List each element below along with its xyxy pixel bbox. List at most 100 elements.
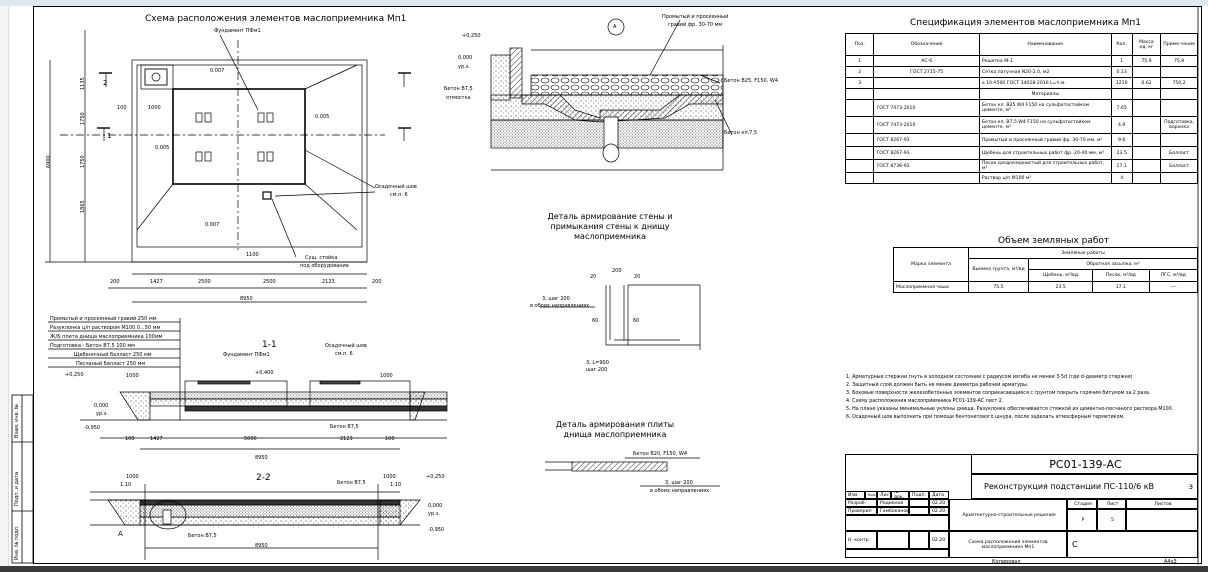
stamp-name <box>877 531 909 549</box>
plan-view <box>45 30 411 303</box>
section-2-slope: 1:10 <box>120 482 132 488</box>
stamp-revisions-area <box>845 454 972 494</box>
detail-a-blind-area-2: отмостка <box>446 95 471 101</box>
slab-detail-title-2: днища маслоприемника <box>563 430 667 439</box>
layer-label: Промытый и просеянный гравий 250 мм <box>50 316 157 322</box>
plan-slope: 0.007 <box>210 68 225 74</box>
sheet-label: Лист <box>1097 499 1126 509</box>
detail-a-marker: А <box>613 24 617 30</box>
spec-material-row: ГОСТ 8267-93 Промытый и просеянный грави… <box>844 133 1198 147</box>
plan-dim-vertical: 1750 <box>80 155 86 168</box>
spec-cell: 3 <box>844 77 875 89</box>
spec-cell: Бетон кл. В25 W4 F150 на сульфатостойком… <box>978 99 1112 117</box>
detail-a-blind-area-1: Бетон В7,5 <box>444 86 473 92</box>
slab-concrete: Бетон В20, F150, W4 <box>633 451 688 457</box>
stamp-date: 02.20 <box>929 507 949 515</box>
spec-cell: 4.9 <box>1110 116 1133 134</box>
plan-foundation-label: Фундамент ПФм1 <box>214 28 261 34</box>
spec-cell: 4 <box>1110 172 1133 184</box>
note-item: 1. Арматурные стержни гнуть в холодном с… <box>846 375 1133 380</box>
layer-label: Песчаный балласт 250 мм <box>76 361 146 367</box>
spec-cell: Бетон кл. В7,5 W4 F150 на сульфатостойко… <box>978 116 1112 134</box>
spec-cell: 2 <box>844 66 875 78</box>
plan-dim-vertical: 6900 <box>46 155 52 168</box>
spec-header: Приме-чание <box>1160 33 1198 56</box>
layer-label: Ж/Б плита днища маслоприемника 100мм <box>50 334 163 340</box>
spec-header: Кол. <box>1110 33 1133 56</box>
stamp-sign <box>909 531 929 549</box>
section-2-concrete-b: Бетон В7,5 <box>188 533 217 539</box>
stamp-header: Лист <box>877 491 891 499</box>
project-title-text: Реконструкция подстанции ПС-110/6 кВ <box>984 482 1155 491</box>
spec-cell: ГОСТ 8267-93 <box>873 146 980 160</box>
wall-detail-drawing <box>540 284 701 350</box>
sheet-code: РС01-139-АС <box>971 454 1198 474</box>
spec-cell: 1210 <box>1110 77 1133 89</box>
section-1-dim-bottom: 1427 <box>150 436 163 442</box>
layer-label: Щебеночный балласт 250 мм <box>74 352 152 358</box>
spec-table: Поз. Обозначение Наименование Кол. Масса… <box>844 33 1198 184</box>
earthwork-cell: 23.5 <box>1027 281 1094 293</box>
plan-dim-vertical: 1865 <box>80 200 86 213</box>
general-notes: 1. Арматурные стержни гнуть в холодном с… <box>846 374 1198 422</box>
spec-cell <box>1131 146 1162 160</box>
layer-label: Подготовка - Бетон В7.5 100 мм <box>50 343 135 349</box>
section-1-level-bottom: -0,950 <box>84 425 101 431</box>
section-2-dim-top: 1000 <box>126 474 139 480</box>
section-1-1-drawing <box>48 318 448 450</box>
earthwork-header: Марка элемента <box>893 247 969 282</box>
earthwork-header: Земляные работы <box>968 247 1198 259</box>
plan-dim: 1100 <box>246 252 259 258</box>
stamp-empty <box>845 515 949 531</box>
spec-cell: 75.9 <box>1131 55 1162 67</box>
section-2-detail-marker: А <box>118 530 123 538</box>
plan-joint-ref: см.п. 6 <box>390 192 408 198</box>
spec-cell <box>844 99 875 117</box>
spec-materials-label: Материалы <box>978 88 1112 100</box>
earthwork-row: Маслоприемная чаша 75.5 23.5 17.1 ---- <box>893 281 1199 293</box>
section-2-level-zero-sub: ур.з. <box>428 511 440 517</box>
spec-cell: 75,9 <box>1160 55 1198 67</box>
drawing-name-line-2: маслоприемника Мп1 <box>981 544 1035 550</box>
spec-cell <box>1131 99 1162 117</box>
organization-mark: С <box>1067 531 1198 558</box>
plan-dim-total: 8950 <box>240 296 253 302</box>
plan-rack-label-1: Сущ. стойка <box>305 255 338 261</box>
earthwork-cell: 75.5 <box>968 281 1029 293</box>
project-title: Реконструкция подстанции ПС-110/6 кВ з <box>971 474 1198 499</box>
spec-cell: Щебень для строительных работ фр. 20-40 … <box>978 146 1112 160</box>
detail-a-level-zero-sub: ур.з. <box>458 64 470 70</box>
sheet-number: 5 <box>1097 509 1126 531</box>
copied-label: Копировал <box>992 559 1021 565</box>
slab-detail-title-1: Деталь армирования плиты <box>555 420 675 429</box>
wall-rebar-l-2: шаг 200 <box>586 367 608 373</box>
wall-dim: 60 <box>633 318 640 324</box>
section-2-slope: 1:10 <box>390 482 402 488</box>
stamp-header: Изм. <box>845 491 865 499</box>
section-2-level-zero: 0,000 <box>428 503 443 509</box>
spec-cell <box>1160 172 1198 184</box>
plan-dim-bottom: 2123 <box>322 279 335 285</box>
spec-cell: ⌀ 10 А500 ГОСТ 34028-2016 L=п.м. <box>978 77 1112 89</box>
spec-header: Поз. <box>844 33 875 56</box>
spec-cell: 9.6 <box>1110 133 1133 147</box>
earthwork-header: Щебень, м³/вд <box>1027 269 1094 282</box>
layer-label: Разуклонка ц/п раствором М100 0...50 мм <box>50 325 161 331</box>
earthwork-cell: 17.1 <box>1092 281 1150 293</box>
spec-cell: ГОСТ 7473-2010 <box>873 116 980 134</box>
section-1-concrete: Бетон В7,5 <box>330 424 359 430</box>
stamp-name: Родионов <box>877 499 909 507</box>
section-1-1-title: 1-1 <box>262 340 277 350</box>
side-label-prev-inv: Взам. инв. № <box>14 404 20 438</box>
spec-cell: 0.13 <box>1110 66 1133 78</box>
plan-rack-label-2: под оборудование <box>300 263 349 269</box>
spec-cell <box>1131 133 1162 147</box>
section-1-joint: Осадочный шов <box>325 343 367 349</box>
stamp-date: 02.20 <box>929 499 949 507</box>
spec-material-row: Раствор ц/п М100 м³ 4 <box>844 172 1198 184</box>
plan-slope: 0.007 <box>205 222 220 228</box>
drawing-name: Схема расположения элементов маслоприемн… <box>949 531 1067 558</box>
spec-cell: Подготовка, воронка <box>1160 116 1198 134</box>
plan-slope: 0.005 <box>155 145 170 151</box>
sheets-count <box>1126 509 1198 531</box>
